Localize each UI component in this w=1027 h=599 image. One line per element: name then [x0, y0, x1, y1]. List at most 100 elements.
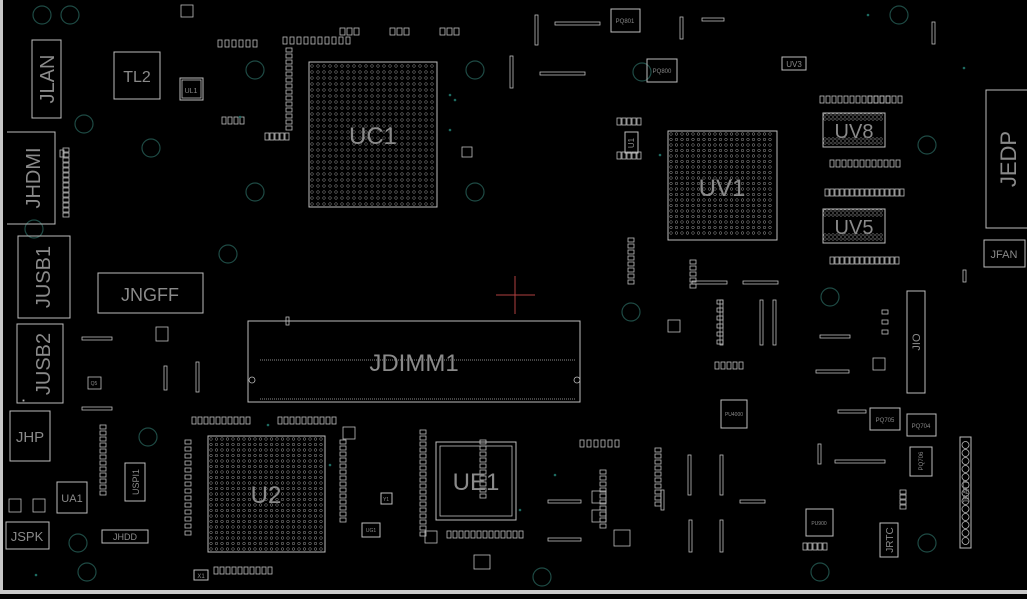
component-X1[interactable]: X1: [193, 569, 209, 581]
bga-ball: [394, 64, 398, 68]
component-UG1[interactable]: UG1: [361, 522, 381, 538]
component-PQ705[interactable]: PQ705: [869, 407, 901, 431]
bga-ball: [286, 503, 290, 507]
component-JSPK[interactable]: JSPK: [5, 521, 50, 550]
smd-pad: [419, 465, 427, 471]
bga-ball: [334, 142, 338, 146]
bga-ball: [310, 160, 314, 164]
component-USPI1[interactable]: USPI1: [124, 462, 146, 502]
bga-ball: [269, 481, 274, 485]
component-JFAN[interactable]: JFAN: [983, 239, 1026, 268]
bga-ball: [346, 130, 350, 134]
bga-ball: [340, 82, 344, 86]
bga-ball: [382, 160, 386, 164]
bga-ball: [316, 64, 320, 68]
component-PQ706[interactable]: PQ706: [909, 446, 933, 477]
bga-ball: [328, 160, 332, 164]
bga-ball: [823, 233, 827, 237]
component-JRTC[interactable]: JRTC: [879, 522, 899, 558]
bga-ball: [310, 142, 314, 146]
bga-ball: [214, 486, 219, 491]
trace-pad: [719, 519, 724, 553]
smd-pad: [802, 542, 808, 551]
component-PU4000[interactable]: PU4000: [720, 399, 748, 429]
component-JHP[interactable]: JHP: [9, 410, 51, 462]
bga-ball: [430, 154, 434, 158]
component-UC1[interactable]: UC1: [308, 61, 438, 208]
mounting-hole: [889, 5, 909, 25]
bga-ball: [724, 170, 728, 175]
bga-ball: [291, 475, 296, 480]
bga-ball: [851, 137, 855, 141]
component-JNGFF[interactable]: JNGFF: [97, 272, 204, 314]
smd-pad: [627, 237, 635, 243]
bga-ball: [258, 530, 263, 535]
component-UV8[interactable]: UV8: [822, 112, 886, 148]
bga-ball: [376, 142, 380, 146]
smd-pad: [689, 271, 697, 277]
bga-ball: [707, 165, 712, 169]
bga-ball: [696, 198, 701, 202]
component-Q5[interactable]: Q5: [87, 376, 102, 390]
component-UV1[interactable]: UV1: [667, 130, 778, 241]
component-JEDP[interactable]: JEDP: [985, 89, 1027, 229]
mounting-hole: [77, 562, 97, 582]
smd-pad: [825, 95, 831, 104]
bga-ball: [275, 536, 279, 540]
bga-ball: [286, 448, 290, 452]
smd-pad: [62, 167, 70, 173]
component-JDIMM1[interactable]: JDIMM1: [247, 316, 581, 403]
bga-ball: [762, 170, 767, 175]
component-TL2[interactable]: TL2: [113, 51, 161, 100]
bga-ball: [264, 503, 268, 507]
bga-ball: [225, 442, 230, 447]
component-JHDD[interactable]: JHDD: [101, 529, 149, 544]
component-PQ801[interactable]: PQ801: [610, 8, 641, 33]
component-PQ704[interactable]: PQ704: [906, 413, 937, 437]
bga-ball: [275, 459, 279, 463]
bga-ball: [382, 100, 386, 104]
smd-pad: [512, 530, 518, 539]
bga-ball: [258, 497, 263, 502]
component-U2[interactable]: U2: [207, 435, 326, 553]
component-UA1[interactable]: UA1: [56, 481, 88, 514]
bga-ball: [871, 213, 875, 217]
component-UV3[interactable]: UV3: [781, 56, 807, 71]
bga-ball: [696, 143, 701, 147]
component-JHDMI[interactable]: JHDMI: [7, 131, 56, 225]
bga-ball: [388, 190, 392, 194]
bga-ball: [724, 220, 728, 224]
bga-ball: [358, 112, 362, 116]
component-U1[interactable]: U1: [624, 131, 639, 154]
smd-pad: [419, 531, 427, 537]
component-PU900[interactable]: PU900: [805, 508, 834, 537]
bga-ball: [225, 514, 230, 518]
component-JUSB2[interactable]: JUSB2: [16, 323, 64, 404]
bga-ball: [322, 100, 326, 104]
bga-ball: [269, 459, 274, 463]
bga-ball: [269, 470, 274, 474]
bga-ball: [879, 237, 883, 241]
component-JBATT[interactable]: JBATT: [959, 436, 972, 549]
component-UE1[interactable]: UE1: [435, 441, 517, 521]
bga-ball: [275, 525, 279, 529]
bga-ball: [352, 196, 356, 200]
smd-pad: [873, 95, 879, 104]
component-UL1[interactable]: UL1: [179, 77, 204, 101]
component-JLAN[interactable]: JLAN: [31, 39, 62, 119]
bga-ball: [258, 442, 263, 447]
smd-pad: [285, 101, 293, 107]
component-JUSB1[interactable]: JUSB1: [17, 235, 71, 319]
component-Y1[interactable]: Y1: [380, 492, 393, 505]
bga-ball: [334, 106, 338, 110]
smd-pad: [889, 256, 895, 265]
component-PQ800[interactable]: PQ800: [646, 58, 678, 83]
component-JIO[interactable]: JIO: [906, 290, 926, 394]
bga-ball: [214, 536, 219, 540]
component-UV5[interactable]: UV5: [822, 208, 886, 244]
bga-ball: [269, 453, 274, 458]
bga-ball: [847, 141, 851, 145]
bga-ball: [847, 237, 851, 241]
